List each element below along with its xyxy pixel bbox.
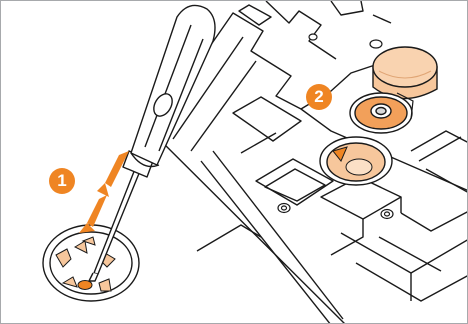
step-badge-2: 2 [306, 84, 332, 110]
socket-opening [320, 137, 392, 185]
parts-dish-icon [43, 225, 139, 301]
seal-ring [350, 93, 413, 133]
step-badge-1: 1 [49, 168, 75, 194]
rubber-cap-icon [373, 47, 437, 99]
step-number-2: 2 [314, 87, 323, 106]
step-number-1: 1 [57, 171, 66, 190]
direction-arrows-icon [79, 151, 129, 233]
